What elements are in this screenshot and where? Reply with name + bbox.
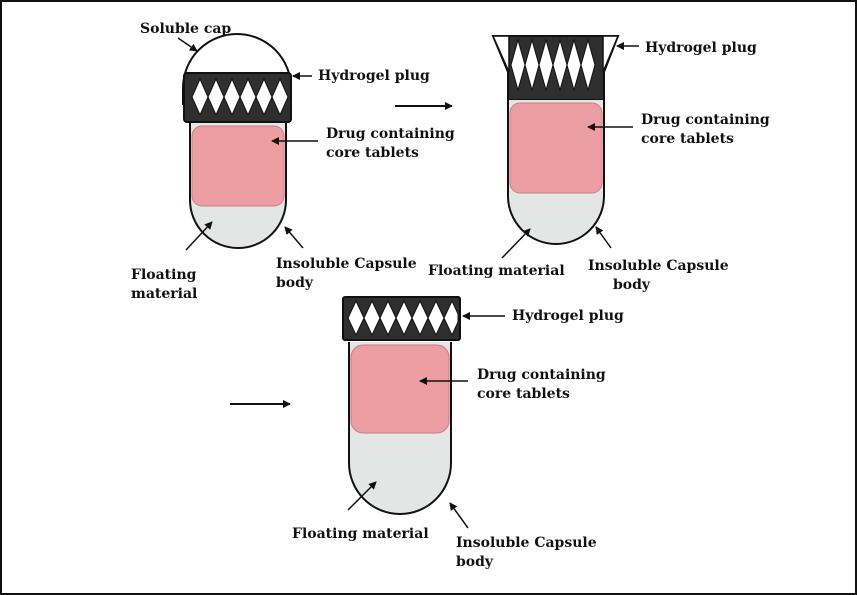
arrow-insoluble-3: [449, 502, 469, 529]
label-drug-2-line1: Drug containing: [641, 112, 770, 128]
label-insoluble-1-line1: Insoluble Capsule: [276, 256, 417, 272]
label-drug-2-line2: core tablets: [641, 131, 734, 147]
arrow-floating-2: [501, 228, 531, 259]
label-drug-3-line1: Drug containing: [477, 367, 606, 383]
label-floating-2: Floating material: [428, 263, 565, 279]
label-drug-1-line2: core tablets: [326, 145, 419, 161]
label-insoluble-3-line2: body: [456, 554, 494, 570]
label-insoluble-2-line1: Insoluble Capsule: [588, 258, 729, 274]
label-drug-1-line1: Drug containing: [326, 126, 455, 142]
arrow-floating-3: [347, 481, 377, 511]
label-insoluble-2-line2: body: [613, 277, 651, 293]
label-hydrogel-plug-2: Hydrogel plug: [645, 40, 757, 56]
label-drug-3-line2: core tablets: [477, 386, 570, 402]
core-tablet: [350, 344, 450, 434]
label-insoluble-3-line1: Insoluble Capsule: [456, 535, 597, 551]
label-floating-1-line2: material: [131, 286, 197, 302]
capsule-stage-2: [491, 35, 620, 245]
label-hydrogel-plug-1: Hydrogel plug: [318, 68, 430, 84]
label-insoluble-1-line2: body: [276, 275, 314, 291]
label-hydrogel-plug-3: Hydrogel plug: [512, 308, 624, 324]
capsule-stage-1: [182, 33, 292, 249]
arrow-insoluble-1: [284, 226, 304, 249]
label-soluble-cap: Soluble cap: [140, 21, 231, 37]
core-tablet: [191, 125, 285, 207]
hydrogel-plug: [183, 72, 292, 123]
hydrogel-plug-swelling: [491, 35, 620, 100]
arrow-insoluble-2: [595, 226, 612, 249]
core-tablet: [509, 102, 603, 194]
hydrogel-plug-ejected: [342, 296, 461, 341]
label-floating-1-line1: Floating: [131, 267, 197, 283]
arrow-floating-1: [185, 221, 213, 251]
label-floating-3: Floating material: [292, 526, 429, 542]
capsule-stage-3: [342, 296, 461, 515]
arrow-soluble-cap: [177, 37, 198, 52]
